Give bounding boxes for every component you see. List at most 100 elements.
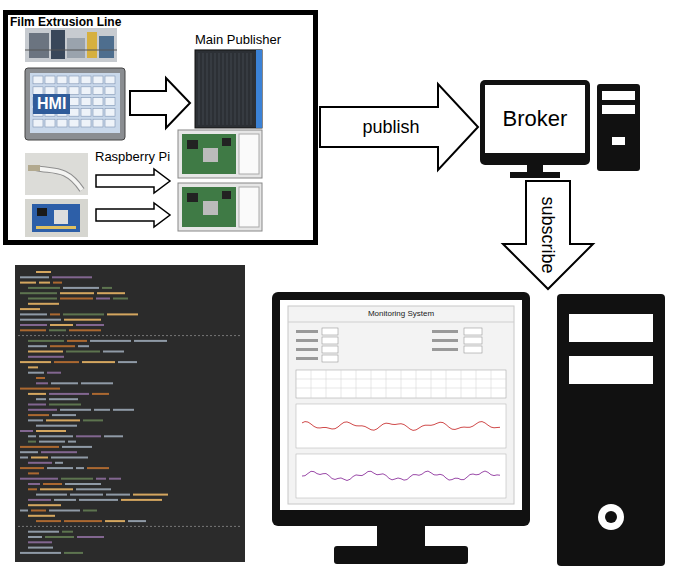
code-line [28, 356, 64, 358]
code-line [92, 393, 109, 395]
pi-module [239, 134, 259, 174]
table-rule [446, 370, 447, 398]
table-rule [326, 370, 327, 398]
code-line [107, 313, 138, 315]
code-line [113, 409, 134, 411]
hmi-bezel [25, 68, 125, 140]
hmi-button [69, 87, 79, 95]
hmi-button [93, 76, 103, 84]
code-line [64, 552, 83, 554]
code-line [78, 345, 89, 347]
dashboard-field-name [432, 348, 458, 351]
hmi-button [45, 76, 55, 84]
code-line [20, 361, 51, 363]
code-line [66, 351, 100, 353]
hmi-button [69, 119, 79, 127]
code-line [20, 451, 38, 453]
machine-part [87, 32, 97, 58]
monitor-base [334, 546, 468, 564]
board-chip [187, 193, 198, 202]
table-rule [416, 370, 417, 398]
device-vent [227, 53, 228, 125]
code-line [28, 472, 39, 474]
code-line [20, 457, 28, 459]
code-line [134, 340, 167, 342]
device-vent [207, 53, 208, 125]
publisher-outline [195, 33, 283, 128]
code-line [70, 494, 103, 496]
code-line [28, 351, 63, 353]
hmi-label: HMI [33, 94, 70, 114]
code-line [39, 441, 65, 443]
photo-ground [25, 199, 88, 237]
code-line [50, 324, 73, 326]
code-line [64, 319, 101, 321]
code-line [28, 499, 51, 501]
dashboard-field-box [322, 355, 338, 362]
hmi-button [105, 76, 115, 84]
code-separator [18, 335, 242, 336]
code-line [96, 298, 110, 300]
code-line [28, 419, 43, 421]
code-line [28, 287, 60, 289]
code-line [20, 510, 28, 512]
code-line [50, 313, 60, 315]
code-line [54, 499, 76, 501]
photo-ground [25, 28, 117, 62]
dashboard-field-box [464, 346, 482, 353]
table-rule [476, 370, 477, 398]
code-line [60, 409, 91, 411]
code-line [28, 409, 57, 411]
hmi-button [57, 76, 67, 84]
code-line [128, 520, 146, 522]
screen-title: Monitoring System [288, 309, 514, 318]
code-line [20, 552, 61, 554]
board-chip [37, 208, 47, 216]
code-line [49, 393, 89, 395]
device-vent [251, 53, 252, 125]
hmi-button [69, 76, 79, 84]
code-line [97, 292, 125, 294]
code-screenshot [15, 265, 245, 562]
table-rule [491, 370, 492, 398]
code-line [36, 271, 51, 273]
code-line [62, 446, 92, 448]
hmi-button [57, 119, 67, 127]
device-vent [203, 53, 204, 125]
publisher-device: Main Publisher [195, 33, 283, 128]
hmi-button [105, 87, 115, 95]
code-line [76, 435, 101, 437]
code-line [36, 520, 61, 522]
monitor-neck [377, 526, 425, 546]
broker-computer: Broker [480, 80, 640, 178]
board-pins [36, 226, 76, 229]
code-line [40, 488, 73, 490]
hmi-button [81, 108, 91, 116]
dashboard-field-box [464, 337, 482, 344]
hmi-button [81, 76, 91, 84]
code-line [20, 388, 60, 390]
code-line [28, 531, 59, 533]
code-line [49, 510, 80, 512]
code-line [109, 478, 121, 480]
hmi-display [30, 73, 120, 133]
hmi-screen: HMI [25, 68, 125, 140]
code-line [103, 351, 124, 353]
dashboard-field-name [296, 357, 318, 360]
dashboard-field-box [322, 328, 338, 335]
tower-bay [569, 314, 653, 342]
code-line [61, 478, 93, 480]
code-ground [15, 265, 245, 562]
code-line [121, 499, 162, 501]
table-rule [356, 370, 357, 398]
hmi-button [105, 119, 115, 127]
code-line [60, 298, 93, 300]
code-line [52, 276, 92, 278]
code-line [76, 488, 111, 490]
dashboard-titlebar [288, 322, 514, 323]
machine-part [99, 36, 114, 58]
hmi-button [105, 108, 115, 116]
code-line [133, 494, 168, 496]
tower-bay [602, 91, 635, 100]
